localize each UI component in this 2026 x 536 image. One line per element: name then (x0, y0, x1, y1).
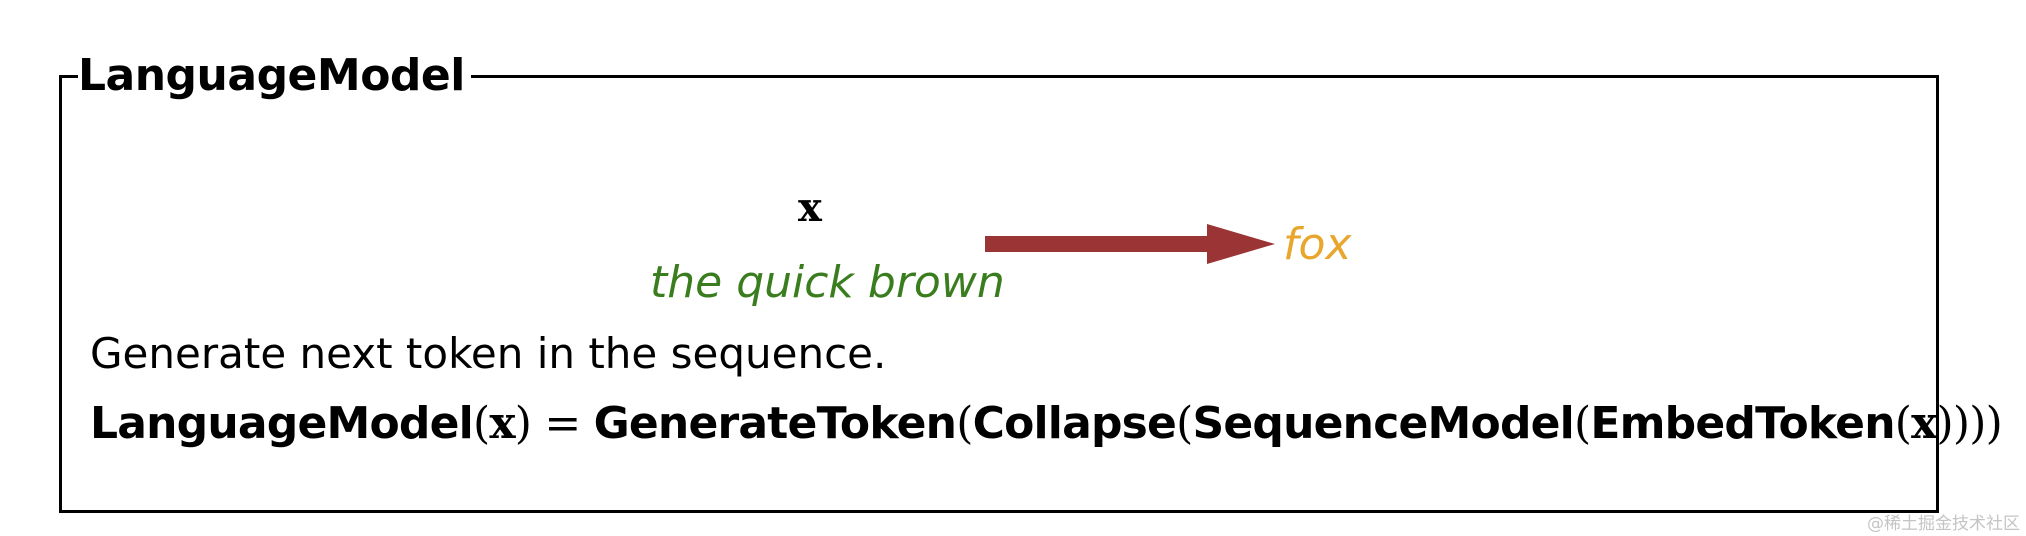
watermark: @稀土掘金技术社区 (1867, 514, 2020, 534)
formula-paren: ( (1894, 398, 1912, 449)
flow-arrow (985, 224, 1275, 264)
description: Generate next token in the sequence. (90, 329, 887, 378)
formula-lhs-variable: x (489, 398, 515, 449)
input-variable: x (798, 184, 822, 231)
input-text: the quick brown (650, 257, 1005, 308)
diagram-frame (59, 75, 1939, 513)
formula-sequence-model: SequenceModel (1192, 398, 1574, 449)
formula-paren: ( (956, 398, 973, 449)
formula-paren: ) (514, 398, 532, 449)
formula-paren: ( (472, 398, 490, 449)
arrow-head (1207, 224, 1275, 264)
frame-title: LanguageModel (78, 46, 471, 106)
formula-equals: = (544, 398, 581, 449)
formula-embed-token: EmbedToken (1590, 398, 1895, 449)
formula-paren: ( (1176, 398, 1193, 449)
formula-paren: ( (1573, 398, 1591, 449)
formula-collapse: Collapse (972, 398, 1177, 449)
formula-variable: x (1911, 398, 1937, 449)
formula-generate-token: GenerateToken (593, 398, 957, 449)
formula-lhs-function: LanguageModel (90, 398, 474, 449)
formula-closing-parens: )))) (1936, 398, 2003, 449)
formula: LanguageModel(x) = GenerateToken(Collaps… (90, 394, 2003, 454)
output-text: fox (1283, 219, 1352, 270)
arrow-shaft (985, 236, 1213, 252)
